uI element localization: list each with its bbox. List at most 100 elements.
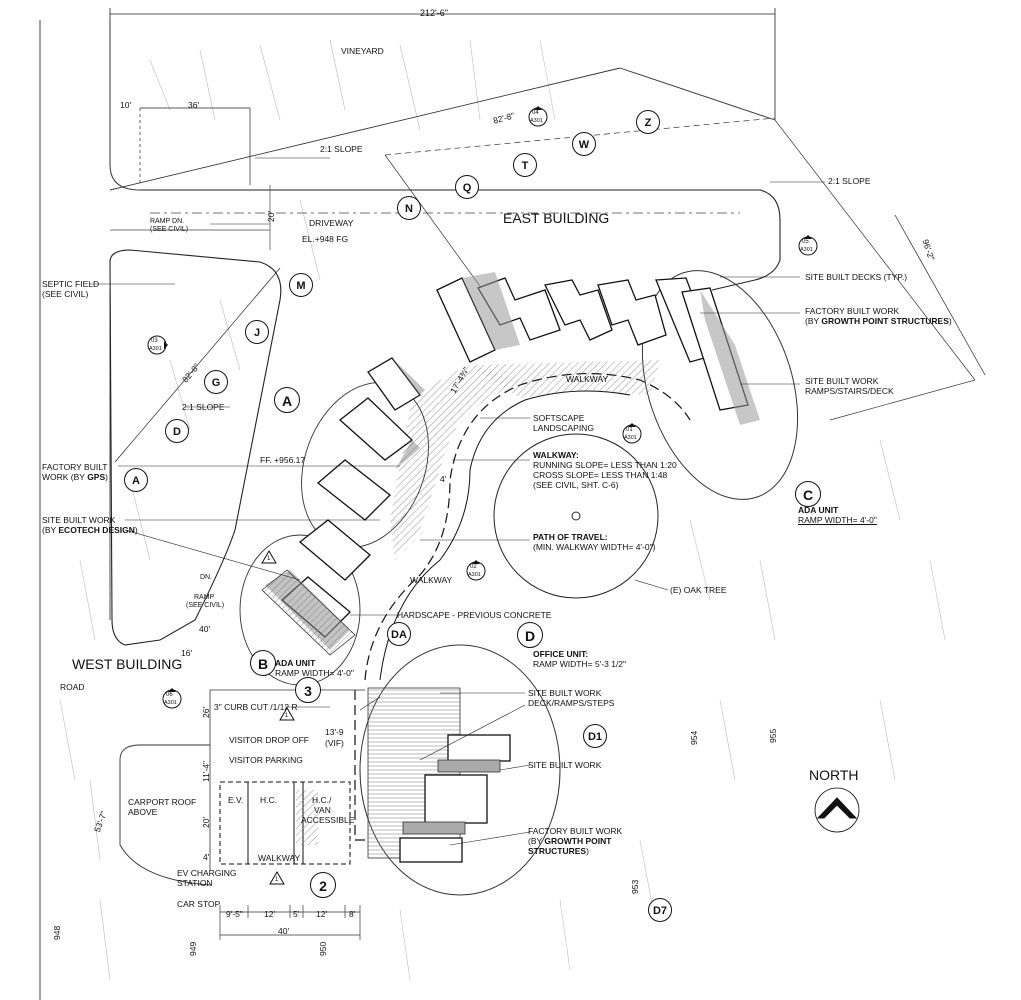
slope-hatching: [59, 39, 946, 981]
fbw-right-1: FACTORY BUILT WORK: [805, 306, 900, 316]
office-units: [399, 734, 511, 863]
sbw-left-2: (BY ECOTECH DESIGN): [42, 525, 138, 535]
curb-cut-label: 3" CURB CUT /1/12 R: [214, 702, 298, 712]
sbw-right-2: RAMPS/STAIRS/DECK: [805, 386, 894, 396]
vineyard-label: VINEYARD: [341, 46, 384, 56]
dim-12b: 12': [316, 909, 328, 919]
section-mark-01: 01 A301: [621, 423, 643, 445]
east-building-label: EAST BUILDING: [503, 210, 610, 226]
dim-12a: 12': [264, 909, 276, 919]
sbw-deck-2: DECK/RAMPS/STEPS: [528, 698, 615, 708]
revision-tag-2: 1: [279, 707, 295, 721]
grid-bubble-n: N: [397, 196, 421, 220]
contour-950: 950: [318, 941, 328, 956]
walkway-note-2: CROSS SLOPE= LESS THAN 1:48: [533, 470, 668, 480]
ramp-left: RAMP: [194, 594, 215, 601]
grid-bubble-j: J: [245, 320, 269, 344]
ada-c-title: ADA UNIT: [798, 505, 839, 515]
fbw-bottom-1: FACTORY BUILT WORK: [528, 826, 623, 836]
contour-953: 953: [630, 879, 640, 894]
top-dimension-line: [109, 8, 776, 120]
ada-c-ramp: RAMP WIDTH= 4'-0": [798, 515, 877, 525]
ev-charging-2: STATION: [177, 878, 213, 888]
contour-954: 954: [689, 730, 699, 745]
septic-label-1: SEPTIC FIELD: [42, 279, 100, 289]
grid-bubble-z: Z: [636, 110, 660, 134]
office-unit-zone: [359, 644, 561, 896]
softscape-label-2: LANDSCAPING: [533, 423, 594, 433]
grid-bubble-c: C: [795, 481, 821, 507]
bottom-dimensions: [219, 905, 361, 940]
revision-tag-1: 1: [261, 550, 277, 564]
ada-b-ramp: RAMP WIDTH= 4'-0": [275, 668, 354, 678]
grid-bubble-da: DA: [387, 622, 411, 646]
sbw-right-1: SITE BUILT WORK: [805, 376, 879, 386]
carport-label-2: ABOVE: [128, 807, 158, 817]
dim-4-park: 4': [203, 852, 210, 862]
walkway-lower-label: WALKWAY: [410, 575, 453, 585]
hc-van-1: H.C./: [312, 795, 332, 805]
dim-26: 26': [201, 706, 211, 718]
vineyard-line: [109, 67, 621, 191]
dim-40-bottom: 40': [278, 926, 290, 936]
path-note: (MIN. WALKWAY WIDTH= 4'-0"): [533, 542, 656, 552]
visitor-drop-off: VISITOR DROP OFF: [229, 735, 309, 745]
slope-label-right: 2:1 SLOPE: [828, 176, 871, 186]
oak-tree-label: (E) OAK TREE: [670, 585, 727, 595]
grid-bubble-q: Q: [455, 175, 479, 199]
grid-bubble-g: G: [204, 370, 228, 394]
north-arrow: [814, 787, 860, 833]
dn-left: DN.: [200, 574, 213, 581]
section-mark-05: 05 A301: [797, 235, 819, 257]
grid-bubble-w: W: [572, 132, 596, 156]
ramp-dn-top: RAMP DN.: [150, 218, 185, 225]
oak-tree-canopy: [493, 433, 659, 599]
contour-949: 949: [188, 941, 198, 956]
road-label: ROAD: [60, 682, 85, 692]
dim-16: 16': [181, 648, 193, 658]
driveway-edge-north: [109, 20, 760, 191]
grid-bubble-m: M: [289, 273, 313, 297]
see-civil-left: (SEE CIVIL): [186, 602, 225, 609]
grid-bubble-a-left: A: [124, 468, 148, 492]
dim-36: 36': [188, 100, 200, 110]
dim-8: 8': [349, 909, 356, 919]
dim-20-park: 20': [201, 816, 211, 828]
office-ramp: RAMP WIDTH= 5'-3 1/2": [533, 659, 627, 669]
grid-bubble-a: A: [274, 387, 300, 413]
dim-4: 4': [440, 474, 447, 484]
hc-van-2: VAN: [314, 805, 331, 815]
fbw-bottom-2: (BY GROWTH POINT: [528, 836, 612, 846]
walkway-notes-title: WALKWAY:: [533, 450, 579, 460]
dim-20: 20': [266, 210, 276, 222]
carport-label-1: CARPORT ROOF: [128, 797, 197, 807]
walkway-note-1: RUNNING SLOPE= LESS THAN 1:20: [533, 460, 677, 470]
slope-label-top: 2:1 SLOPE: [320, 144, 363, 154]
dim-11-4: 11'-4": [201, 760, 211, 782]
slope-label-left: 2:1 SLOPE: [182, 402, 225, 412]
dim-10: 10': [120, 100, 132, 110]
ev-charging-1: EV CHARGING: [177, 868, 237, 878]
walkway-note-3: (SEE CIVIL, SHT. C-6): [533, 480, 619, 490]
see-civil-top: (SEE CIVIL): [150, 226, 189, 233]
sbw-mid: SITE BUILT WORK: [528, 760, 602, 770]
leader-lines: [90, 157, 825, 846]
sbw-deck-1: SITE BUILT WORK: [528, 688, 602, 698]
dim-total-width: 212'-6": [420, 8, 448, 18]
dim-5: 5': [293, 909, 300, 919]
contour-948: 948: [52, 925, 62, 940]
sbw-left-1: SITE BUILT WORK: [42, 515, 116, 525]
visitor-parking: VISITOR PARKING: [229, 755, 303, 765]
west-building-label: WEST BUILDING: [72, 656, 183, 672]
grid-bubble-d7: D7: [648, 898, 672, 922]
section-mark-02: 02 A301: [465, 560, 487, 582]
dim-40-left: 40': [199, 624, 211, 634]
ff-elevation: FF. +956.17: [260, 455, 306, 465]
revision-tag-3: 1: [269, 871, 285, 885]
ev-stall: E.V.: [228, 795, 244, 805]
section-mark-03: 03 A301: [146, 334, 168, 356]
elevation-948: EL.+948 FG: [302, 234, 349, 244]
fbw-right-2: (BY GROWTH POINT STRUCTURES): [805, 316, 952, 326]
septic-label-2: (SEE CIVIL): [42, 289, 89, 299]
grid-bubble-d1: D1: [583, 724, 607, 748]
